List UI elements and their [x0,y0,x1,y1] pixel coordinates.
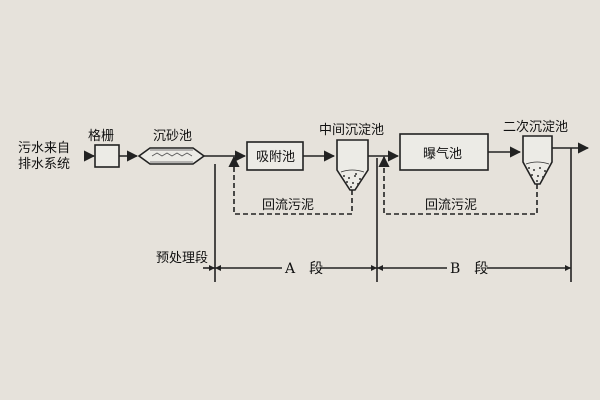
adsorption-tank-box [246,141,304,171]
dim-tick-3 [565,265,571,271]
intermediate-clarifier-shape [336,139,369,191]
inlet-label-line1: 污水来自 [18,141,70,156]
return-sludge-a-label: 回流污泥 [262,198,314,213]
return-sludge-b-label: 回流污泥 [425,198,477,213]
dim-tick-1 [209,265,215,271]
screen-label: 格栅 [88,128,114,144]
grit-chamber-label: 沉砂池 [153,129,192,144]
secondary-clarifier-label: 二次沉淀池 [503,119,568,135]
aeration-tank-label: 曝气池 [423,146,462,162]
pretreatment-stage-label: 预处理段 [156,251,208,266]
secondary-clarifier-shape [522,135,553,185]
grit-chamber-shape [137,147,206,165]
stage-a-label: A 段 [284,261,323,277]
return-sludge-loop-a [228,155,353,215]
return-sludge-loop-b [378,155,538,215]
stage-b-label: B 段 [450,261,488,277]
dim-tick-2 [371,265,377,271]
adsorption-tank-label: 吸附池 [256,150,295,165]
intermediate-clarifier-label: 中间沉淀池 [319,123,384,138]
inlet-label-line2: 排水系统 [18,157,70,172]
screen-box [94,144,120,168]
